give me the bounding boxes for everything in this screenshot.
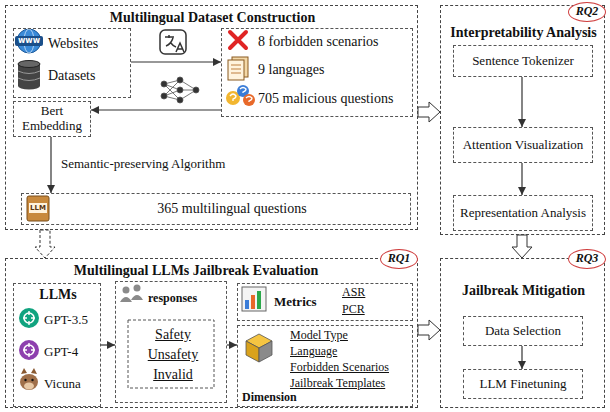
connector-arrow (101, 344, 115, 345)
node-text: 9 languages (258, 62, 324, 78)
neural-net-icon (161, 77, 199, 103)
database-icon (18, 61, 40, 90)
process-box: Sentence Tokenizer (453, 45, 593, 77)
node-title: Bert Embedding (18, 104, 86, 134)
node-title: Multilingual LLMs Jailbreak Evaluation (6, 263, 386, 279)
connector-arrow (131, 61, 221, 62)
question-icon (226, 85, 255, 106)
flow-arrow (35, 230, 55, 258)
mitigation-panel: Jailbreak MitigationData SelectionLLM Fi… (440, 258, 605, 408)
gpt-logo (19, 308, 39, 328)
connector-arrow (521, 163, 522, 195)
node-text: Datasets (48, 68, 95, 84)
connector-arrow (521, 346, 522, 369)
node-text: Invalid (130, 367, 216, 383)
process-box: Data Selection (463, 316, 583, 346)
node-title: RQ2 (576, 5, 599, 19)
forbidden-icon (230, 32, 246, 48)
node-text: GPT-3.5 (44, 313, 88, 328)
node-text: Unsafety (130, 347, 216, 363)
process-box: Attention Visualization (453, 127, 593, 163)
node-title: Metrics (274, 295, 317, 310)
gpt-logo (19, 340, 39, 360)
connector-arrow (91, 109, 221, 110)
node-title: Representation Analysis (460, 206, 586, 221)
node-title: Jailbreak Mitigation (441, 283, 606, 299)
connector-arrow (50, 137, 51, 193)
node-title: Interpretability Analysis (441, 25, 606, 41)
node-title: LLM Finetuning (479, 377, 566, 392)
model-box: LLMsGPT-3.5GPT-4Vicuna (13, 283, 101, 407)
node-text: Language (290, 345, 337, 359)
rq-badge: RQ2 (568, 2, 606, 22)
node-text: PCR (342, 303, 365, 317)
book-icon (27, 196, 49, 221)
dataset-panel: Multilingual Dataset ConstructionWebsite… (5, 5, 418, 230)
dimension-box: Model TypeLanguageForbidden ScenariosJai… (237, 325, 413, 407)
connector-arrow (521, 77, 522, 127)
node-title: Multilingual Dataset Construction (6, 10, 419, 26)
vicuna-icon (20, 368, 38, 390)
node-text: Jailbreak Templates (290, 377, 385, 391)
result-box: 365 multilingual questions (21, 193, 411, 225)
cube-icon (246, 334, 272, 362)
metrics-box: Metrics ASR PCR (237, 283, 413, 321)
node-title: RQ1 (388, 252, 411, 266)
evaluation-panel: Multilingual LLMs Jailbreak EvaluationLL… (5, 258, 418, 408)
connector-arrow (227, 344, 237, 345)
node-title: Model Type (290, 329, 348, 343)
node-text: Dimension (242, 391, 297, 405)
node-title: responses (148, 292, 197, 306)
globe-icon (15, 29, 43, 53)
node-title: Sentence Tokenizer (472, 54, 574, 69)
process-box: Representation Analysis (453, 195, 593, 231)
node-title: Websites (48, 36, 98, 52)
icon-text: LLM (29, 203, 47, 213)
rq-badge: RQ1 (380, 249, 418, 269)
response-box: responsesSafetyUnsafetyInvalid (115, 281, 227, 403)
document-icon (228, 57, 248, 80)
node-text: Forbidden Scenarios (290, 361, 389, 375)
edge-label: Semantic-preserving Algorithm (59, 156, 227, 172)
flow-arrow (418, 102, 440, 122)
node-title: RQ3 (576, 252, 599, 266)
node-title: Attention Visualization (463, 138, 584, 153)
node-title: 365 multilingual questions (62, 201, 402, 217)
interpretability-panel: Interpretability AnalysisSentence Tokeni… (440, 5, 605, 235)
node-title: LLMs (14, 287, 102, 303)
icon-text: www (15, 36, 43, 46)
node-text: Vicuna (44, 377, 81, 392)
node-text: 705 malicious questions (258, 91, 393, 107)
translate-icon (160, 30, 186, 54)
flow-arrow (512, 235, 532, 258)
node-title: 8 forbidden scenarios (258, 34, 379, 50)
process-box: Bert Embedding (13, 101, 91, 137)
process-box: LLM Finetuning (463, 369, 583, 399)
people-icon (120, 285, 143, 303)
node-text: ASR (342, 286, 365, 300)
flow-arrow (418, 320, 440, 340)
node-title: Data Selection (485, 324, 561, 339)
dataset-stats-box: 8 forbidden scenarios 9 languages 705 mali… (221, 28, 413, 117)
rq-badge: RQ3 (568, 249, 606, 269)
node-text: Safety (130, 327, 216, 343)
node-text: GPT-4 (44, 345, 78, 360)
chart-icon (242, 287, 266, 311)
